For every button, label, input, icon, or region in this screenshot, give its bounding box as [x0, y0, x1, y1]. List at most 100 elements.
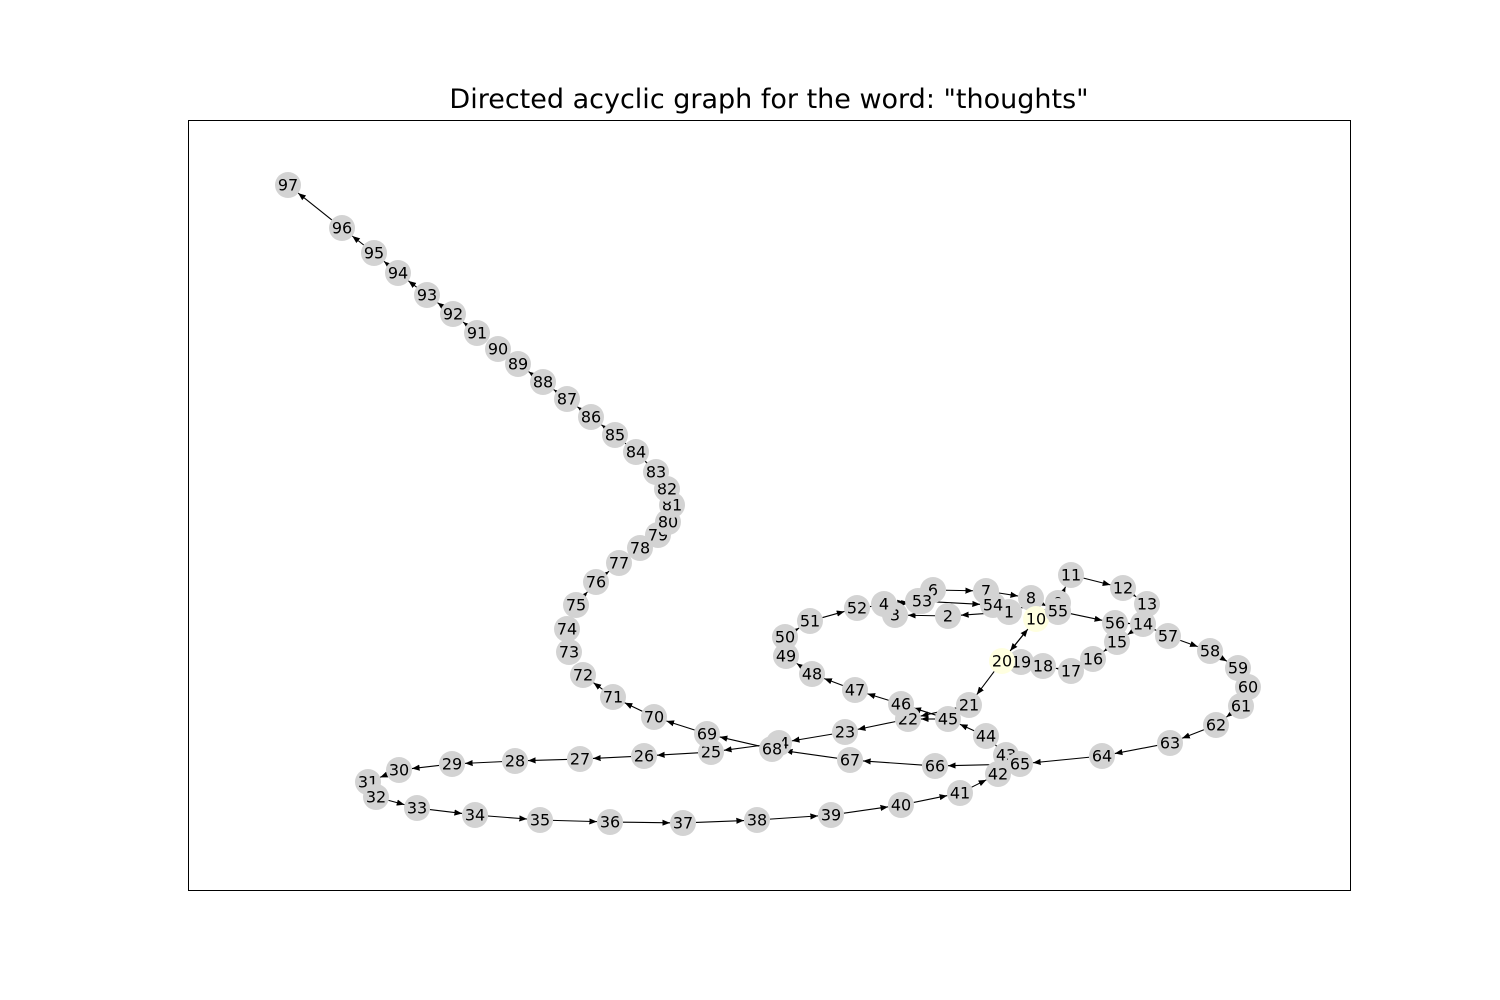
node-32: 32 — [363, 784, 389, 810]
node-circle — [440, 301, 466, 327]
node-label: 73 — [559, 643, 579, 662]
node-circle — [888, 691, 914, 717]
node-label: 67 — [840, 751, 860, 770]
node-97: 97 — [275, 172, 301, 198]
edge-68-69 — [719, 735, 760, 747]
node-72: 72 — [570, 662, 596, 688]
node-label: 30 — [389, 761, 409, 780]
node-label: 47 — [845, 681, 865, 700]
node-61: 61 — [1228, 693, 1254, 719]
node-label: 29 — [442, 755, 462, 774]
node-label: 89 — [508, 355, 528, 374]
node-circle — [694, 721, 720, 747]
node-circle — [641, 704, 667, 730]
node-circle — [1197, 638, 1223, 664]
node-label: 17 — [1061, 662, 1081, 681]
node-circle — [602, 422, 628, 448]
edge-45-46 — [913, 707, 936, 716]
node-35: 35 — [527, 807, 553, 833]
node-label: 93 — [417, 286, 437, 305]
node-circle — [502, 748, 528, 774]
node-73: 73 — [556, 639, 582, 665]
node-label: 21 — [959, 696, 979, 715]
node-57: 57 — [1155, 623, 1181, 649]
node-label: 55 — [1048, 602, 1068, 621]
node-55: 55 — [1045, 598, 1071, 624]
node-36: 36 — [597, 809, 623, 835]
node-86: 86 — [578, 404, 604, 430]
node-circle — [1203, 712, 1229, 738]
node-label: 87 — [557, 390, 577, 409]
edge-35-36 — [552, 818, 598, 825]
node-label: 51 — [800, 612, 820, 631]
node-label: 62 — [1206, 716, 1226, 735]
node-circle — [1102, 610, 1128, 636]
node-circle — [623, 439, 649, 465]
node-circle — [1018, 585, 1044, 611]
node-label: 65 — [1010, 755, 1030, 774]
node-circle — [744, 807, 770, 833]
node-circle — [1080, 646, 1106, 672]
node-label: 52 — [847, 599, 867, 618]
edge-32-33 — [388, 799, 405, 806]
node-label: 35 — [530, 811, 550, 830]
node-label: 86 — [581, 408, 601, 427]
node-label: 13 — [1137, 595, 1157, 614]
edge-28-29 — [464, 759, 503, 767]
node-49: 49 — [773, 643, 799, 669]
edge-61-62 — [1226, 710, 1235, 718]
node-26: 26 — [631, 743, 657, 769]
node-66: 66 — [922, 753, 948, 779]
node-34: 34 — [462, 802, 488, 828]
node-27: 27 — [567, 746, 593, 772]
node-label: 53 — [912, 592, 932, 611]
node-circle — [554, 386, 580, 412]
edge-11-12 — [1083, 577, 1111, 586]
node-label: 54 — [983, 596, 1003, 615]
node-71: 71 — [600, 684, 626, 710]
node-51: 51 — [797, 608, 823, 634]
node-circle — [1228, 693, 1254, 719]
node-label: 37 — [673, 814, 693, 833]
node-89: 89 — [505, 351, 531, 377]
node-circle — [329, 215, 355, 241]
node-label: 32 — [366, 788, 386, 807]
edge-29-30 — [411, 764, 440, 771]
node-label: 34 — [465, 806, 485, 825]
node-48: 48 — [799, 661, 825, 687]
node-11: 11 — [1058, 562, 1084, 588]
node-label: 16 — [1083, 650, 1103, 669]
edge-47-48 — [823, 678, 844, 686]
node-label: 25 — [701, 743, 721, 762]
edge-43-44 — [995, 744, 1004, 753]
node-label: 70 — [644, 708, 664, 727]
node-39: 39 — [818, 802, 844, 828]
node-label: 44 — [976, 727, 996, 746]
edge-55-56 — [1070, 613, 1103, 622]
node-label: 92 — [443, 305, 463, 324]
edge-64-65 — [1032, 756, 1090, 766]
node-circle — [597, 809, 623, 835]
node-label: 61 — [1231, 697, 1251, 716]
node-label: 60 — [1238, 678, 1258, 697]
edge-86-87 — [577, 406, 586, 414]
edge-51-52 — [822, 610, 845, 619]
edge-38-39 — [769, 813, 819, 820]
node-label: 6 — [928, 581, 938, 600]
node-56: 56 — [1102, 610, 1128, 636]
edge-88-89 — [528, 371, 537, 379]
edge-14-15 — [1127, 627, 1136, 636]
node-label: 77 — [609, 554, 629, 573]
edge-62-63 — [1181, 729, 1205, 739]
node-circle — [530, 369, 556, 395]
node-53: 53 — [909, 588, 935, 614]
node-58: 58 — [1197, 638, 1223, 664]
edge-30-31 — [379, 771, 389, 778]
node-circle — [464, 320, 490, 346]
node-38: 38 — [744, 807, 770, 833]
node-23: 23 — [832, 719, 858, 745]
nodes-layer: 0123456789101112131415161718192021222324… — [275, 172, 1261, 836]
edge-96-97 — [297, 192, 333, 221]
node-91: 91 — [464, 320, 490, 346]
